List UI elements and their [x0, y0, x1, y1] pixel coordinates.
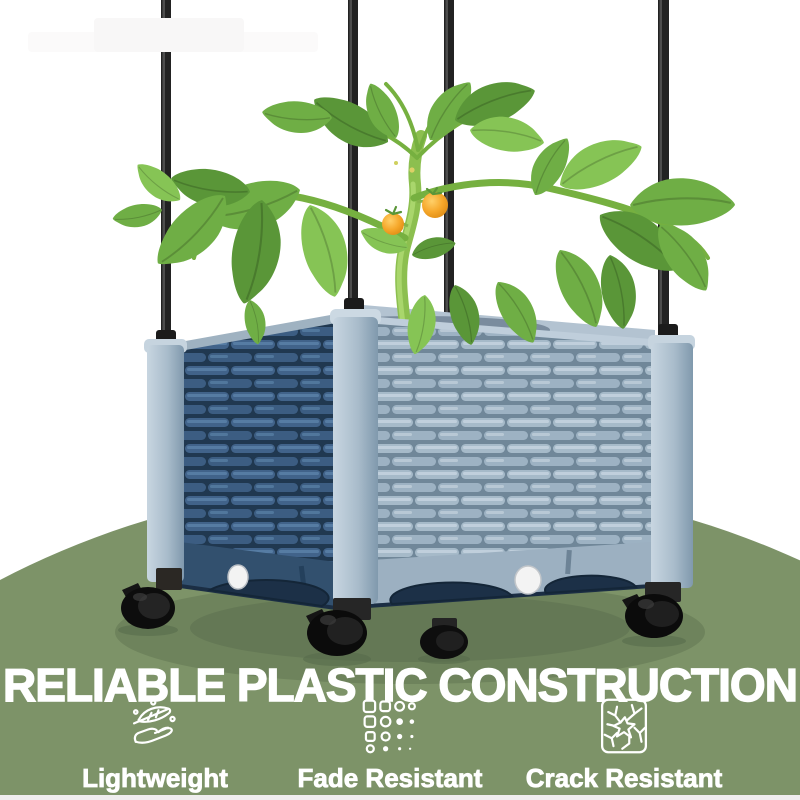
front-arch-cutout-1: [389, 581, 515, 606]
caster-wheel-back-left: [118, 568, 182, 636]
planter-shadow-core: [190, 594, 630, 662]
support-pole-1: [161, 0, 171, 344]
feature-label: Crack Resistant: [525, 763, 723, 794]
tomato-fruit-1: [382, 213, 404, 235]
drain-cap-front: [514, 565, 542, 595]
feature-label: Lightweight: [82, 763, 229, 794]
caster-wheel-back-middle: [418, 618, 470, 664]
feather-hand-icon: [55, 698, 255, 754]
caster-wheels: [118, 568, 686, 666]
planter-front-panel: [340, 320, 651, 608]
bottom-edge-strip: [0, 795, 800, 800]
front-arch-cutout-2: [544, 574, 638, 595]
tomato-fruit-2: [422, 192, 448, 218]
caster-wheel-front-left: [303, 598, 371, 666]
fade-grid-icon: [290, 698, 490, 754]
corner-post-left: [144, 339, 187, 582]
cracked-panel-icon: [524, 698, 724, 754]
watermark-shape: [94, 18, 244, 52]
support-pole-3: [444, 0, 454, 332]
support-pole-2: [348, 0, 358, 312]
watermark: [28, 14, 338, 58]
support-poles: [161, 0, 669, 344]
feature-label: Fade Resistant: [297, 763, 483, 794]
planter-box: [144, 298, 695, 610]
feature-fade-resistant: Fade Resistant: [290, 698, 490, 794]
feature-row: Lightweight: [0, 698, 800, 798]
drain-cap-left: [227, 564, 249, 590]
feature-crack-resistant: Crack Resistant: [524, 698, 724, 794]
corner-post-front: [330, 309, 381, 604]
tomato-plant: [110, 69, 737, 338]
planter-left-panel: [180, 322, 336, 608]
caster-wheel-front-right: [622, 582, 686, 647]
planter-shadow: [115, 580, 705, 684]
headline: RELIABLE PLASTIC CONSTRUCTION: [2, 659, 798, 711]
feature-lightweight: Lightweight: [55, 698, 255, 794]
support-pole-4: [658, 0, 669, 340]
corner-post-right: [648, 335, 695, 588]
